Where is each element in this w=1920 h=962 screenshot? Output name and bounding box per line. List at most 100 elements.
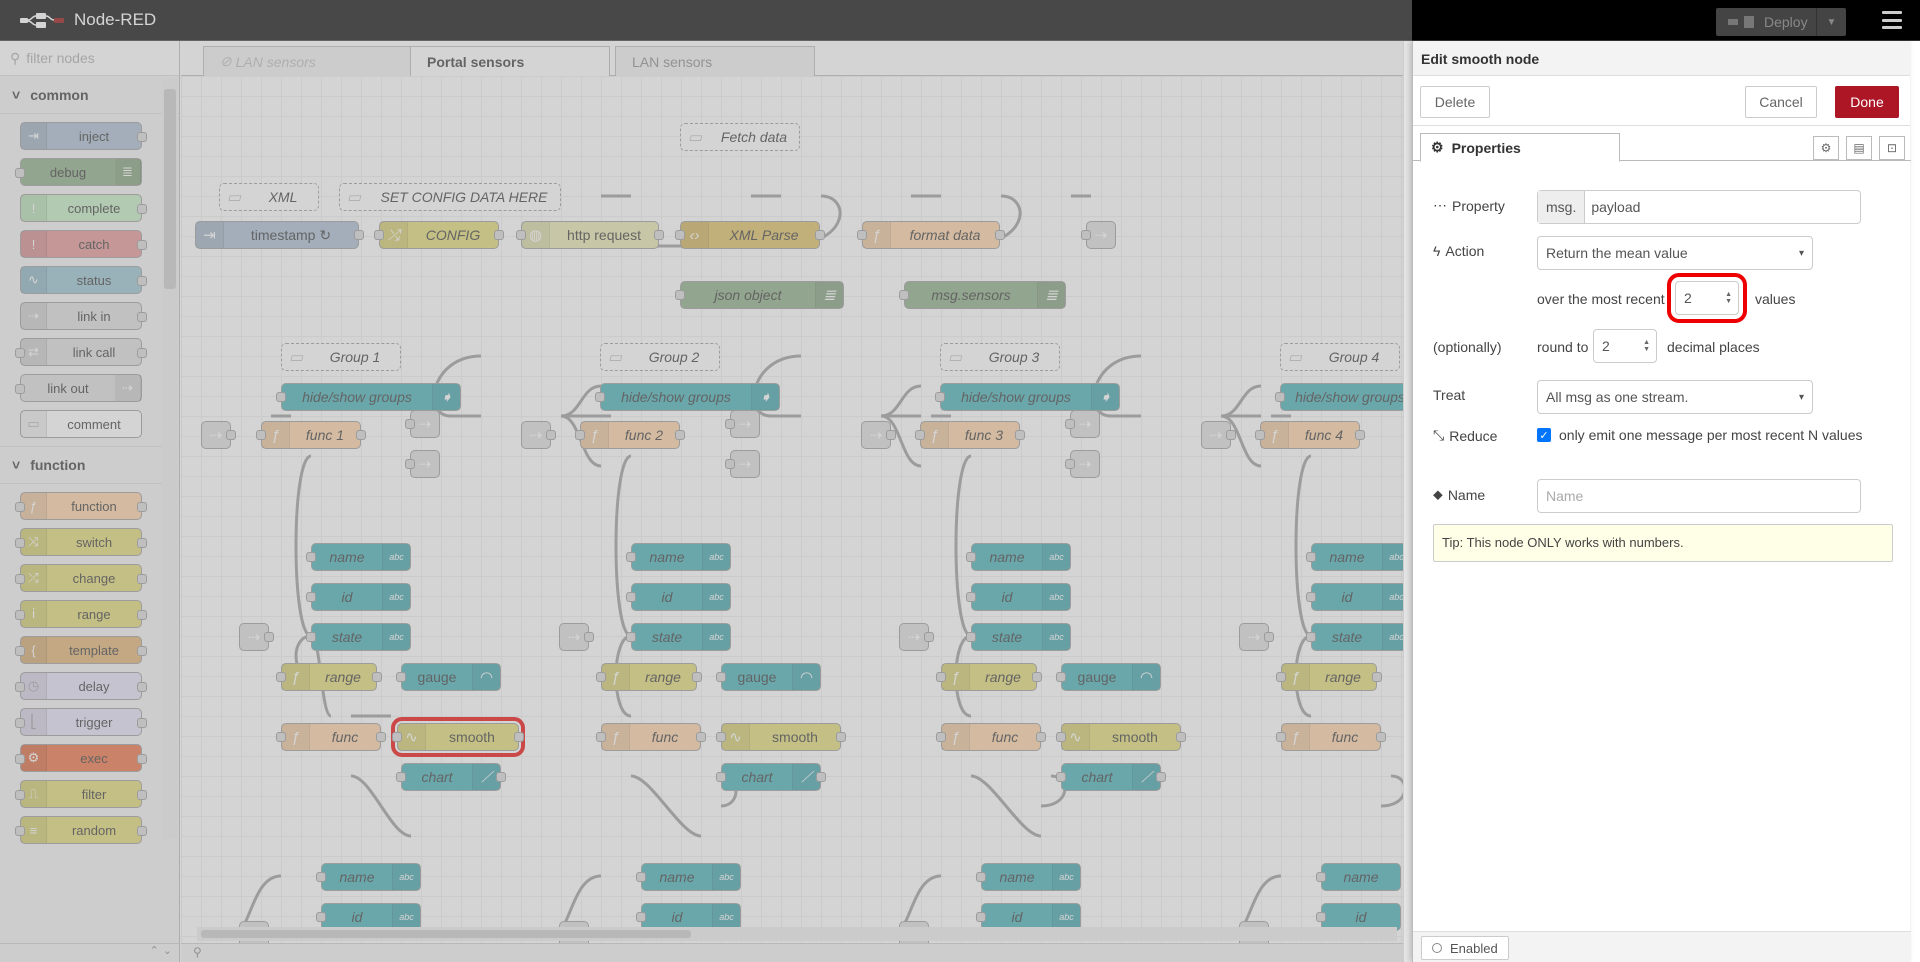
node-timestamp[interactable]: ⇥timestamp ↻: [195, 221, 364, 249]
node-gauge[interactable]: gauge◠: [716, 663, 821, 691]
node-chart[interactable]: chart⟋: [396, 763, 506, 791]
node-chart[interactable]: chart⟋: [1056, 763, 1166, 791]
node-link-in[interactable]: ⇢: [1239, 623, 1274, 651]
node-link-in-4[interactable]: ⇢: [1201, 421, 1236, 449]
search-icon[interactable]: ⚲: [193, 945, 202, 959]
palette-node-debug[interactable]: debug≣: [15, 158, 142, 186]
property-type-selector[interactable]: msg.: [1538, 191, 1586, 223]
spinner-arrows-icon[interactable]: ▲▼: [1725, 291, 1732, 305]
node-hide-show-3[interactable]: hide/show groups➧: [935, 383, 1120, 411]
cancel-button[interactable]: Cancel: [1745, 86, 1817, 118]
property-value[interactable]: payload: [1591, 199, 1641, 215]
spinner-arrows-icon[interactable]: ▲▼: [1643, 339, 1650, 353]
node-smooth[interactable]: ∿smooth: [1056, 723, 1186, 751]
palette-node-status[interactable]: ∿status: [20, 266, 147, 294]
comment-group-4[interactable]: ▭Group 4: [1280, 343, 1400, 371]
node-hide-show-2[interactable]: hide/show groups➧: [595, 383, 780, 411]
palette-node-switch[interactable]: ⤨switch: [15, 528, 147, 556]
palette-node-trigger[interactable]: ⎣trigger: [15, 708, 147, 736]
main-menu-icon[interactable]: [1882, 11, 1902, 29]
gear-icon[interactable]: ⚙: [1813, 136, 1839, 160]
node-link-in-3[interactable]: ⇢: [861, 421, 896, 449]
node-link-in[interactable]: ⇢: [239, 623, 274, 651]
action-select[interactable]: Return the mean value▾: [1537, 236, 1813, 270]
flow-canvas[interactable]: ▭Fetch data ▭XML ▭SET CONFIG DATA HERE ⇥…: [181, 76, 1403, 962]
node-xml-parse[interactable]: ‹›XML Parse: [675, 221, 825, 249]
over-count-value[interactable]: 2: [1684, 290, 1692, 306]
node-smooth-selected[interactable]: ∿smooth: [391, 717, 525, 757]
node-json-object[interactable]: json object≣: [675, 281, 844, 309]
node-chart[interactable]: chart⟋: [716, 763, 826, 791]
node-smooth[interactable]: ∿smooth: [716, 723, 846, 751]
collapse-all-icon[interactable]: ⌃: [149, 945, 159, 957]
round-spinner[interactable]: 2 ▲▼: [1593, 329, 1657, 363]
palette-node-catch[interactable]: !catch: [20, 230, 147, 258]
tab-lan-sensors-disabled[interactable]: ⊘ LAN sensors: [203, 46, 427, 76]
filter-input[interactable]: filter nodes: [26, 50, 95, 66]
comment-group-2[interactable]: ▭Group 2: [600, 343, 720, 371]
tab-lan-sensors[interactable]: LAN sensors: [615, 46, 815, 76]
palette-node-complete[interactable]: !complete: [20, 194, 147, 222]
node-link-out[interactable]: ⇢: [1065, 410, 1100, 438]
palette-filter[interactable]: ⚲filter nodes: [0, 41, 179, 76]
palette-node-link-out[interactable]: link out⇢: [15, 374, 142, 402]
node-text-name[interactable]: name: [1316, 863, 1401, 891]
node-link-out[interactable]: ⇢: [1081, 221, 1116, 249]
node-gauge[interactable]: gauge◠: [1056, 663, 1161, 691]
deploy-dropdown-icon[interactable]: ▼: [1816, 8, 1846, 36]
palette-node-link-call[interactable]: ⇄link call: [15, 338, 147, 366]
node-link-out[interactable]: ⇢: [1065, 450, 1100, 478]
palette-node-comment[interactable]: ▭comment: [20, 410, 142, 438]
done-button[interactable]: Done: [1835, 86, 1899, 118]
node-link-out[interactable]: ⇢: [725, 450, 760, 478]
expand-all-icon[interactable]: ⌄: [162, 945, 172, 957]
palette-node-exec[interactable]: ⚙exec: [15, 744, 147, 772]
comment-group-1[interactable]: ▭Group 1: [281, 343, 401, 371]
node-link-in[interactable]: ⇢: [899, 623, 934, 651]
palette-node-filter[interactable]: ⎍filter: [15, 780, 147, 808]
palette-node-delay[interactable]: ◷delay: [15, 672, 147, 700]
description-icon[interactable]: ▤: [1846, 136, 1872, 160]
palette-node-change[interactable]: ⤮change: [15, 564, 147, 592]
reduce-checkbox[interactable]: ✓: [1537, 428, 1551, 442]
node-link-in[interactable]: ⇢: [559, 623, 594, 651]
delete-button[interactable]: Delete: [1420, 86, 1490, 118]
tray-resize-handle[interactable]: [1403, 41, 1412, 962]
comment-set-config[interactable]: ▭SET CONFIG DATA HERE: [339, 183, 561, 211]
round-value[interactable]: 2: [1602, 338, 1610, 354]
node-config[interactable]: ⤮CONFIG: [374, 221, 504, 249]
node-link-in-1[interactable]: ⇢: [201, 421, 236, 449]
node-http-request[interactable]: ◍http request: [516, 221, 664, 249]
node-link-in-2[interactable]: ⇢: [521, 421, 556, 449]
node-link-out[interactable]: ⇢: [405, 410, 440, 438]
workspace-hscrollbar[interactable]: [197, 927, 1397, 941]
name-input[interactable]: Name: [1537, 479, 1861, 513]
palette-node-inject[interactable]: ⇥inject: [20, 122, 147, 150]
palette-node-random[interactable]: ≡random: [15, 816, 147, 844]
over-count-spinner[interactable]: 2 ▲▼: [1667, 273, 1747, 323]
